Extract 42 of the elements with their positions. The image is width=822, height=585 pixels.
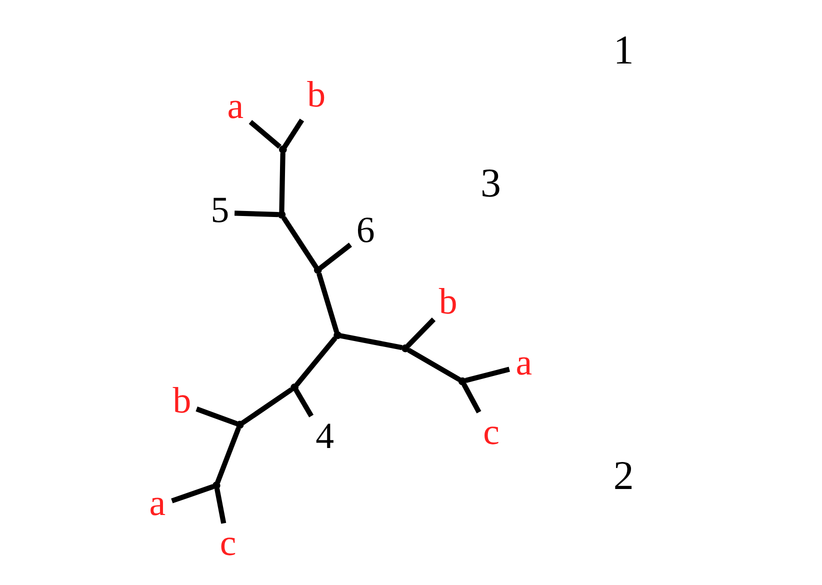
node-point — [314, 266, 322, 274]
connector — [282, 118, 304, 148]
node-point — [334, 331, 342, 340]
label: 1 — [613, 28, 634, 73]
connector — [241, 387, 294, 426]
connector — [318, 242, 352, 270]
node-text: c — [483, 411, 500, 452]
node-text: a — [149, 482, 166, 523]
connector — [279, 152, 286, 212]
connector — [215, 427, 241, 484]
connector — [248, 120, 282, 149]
connector — [171, 484, 214, 504]
node-text: 5 — [210, 188, 230, 230]
node-point — [290, 383, 298, 392]
connector — [407, 348, 461, 382]
node-text: 4 — [316, 414, 334, 456]
connector — [294, 388, 314, 418]
connector — [234, 210, 278, 218]
connector — [406, 318, 436, 348]
node-text: b — [172, 380, 192, 421]
node-point — [212, 482, 220, 490]
node-text: a — [227, 85, 244, 126]
node-text: c — [220, 522, 236, 564]
node-text: a — [516, 342, 532, 383]
node-point — [236, 420, 244, 429]
connector — [282, 216, 318, 269]
connector — [196, 406, 238, 426]
connector — [462, 383, 482, 414]
node-point — [402, 344, 410, 352]
connector — [316, 272, 340, 333]
connector — [294, 336, 338, 386]
node-point — [278, 146, 287, 154]
connector — [465, 366, 510, 383]
node-text: b — [438, 280, 458, 322]
node-text: b — [307, 74, 326, 115]
label: 2 — [613, 452, 634, 498]
connector — [214, 488, 226, 524]
node-text: 6 — [356, 208, 375, 250]
connector — [340, 333, 403, 350]
node-point — [278, 210, 286, 219]
label: 3 — [480, 160, 501, 206]
node-point — [458, 377, 466, 386]
